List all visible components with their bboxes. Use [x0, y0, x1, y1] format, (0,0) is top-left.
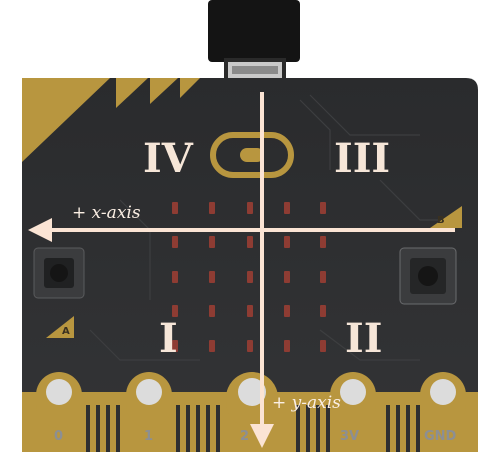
led-r3-c1	[209, 305, 215, 317]
led-r0-c3	[284, 202, 290, 214]
led-r1-c1	[209, 236, 215, 248]
led-r0-c2	[247, 202, 253, 214]
quadrant-label-ii: II	[345, 315, 382, 362]
pin-label-1: 1	[144, 429, 153, 444]
led-r3-c3	[284, 305, 290, 317]
pin-pads	[36, 372, 466, 428]
pin-label-2: 2	[240, 429, 249, 444]
microbit-board	[22, 78, 478, 452]
led-matrix	[172, 202, 326, 352]
led-r4-c2	[247, 340, 253, 352]
led-r2-c2	[247, 271, 253, 283]
led-r1-c0	[172, 236, 178, 248]
led-r4-c3	[284, 340, 290, 352]
led-r4-c1	[209, 340, 215, 352]
led-r4-c4	[320, 340, 326, 352]
led-r3-c4	[320, 305, 326, 317]
led-r2-c1	[209, 271, 215, 283]
usb-cable	[208, 0, 300, 82]
led-r1-c3	[284, 236, 290, 248]
led-r1-c4	[320, 236, 326, 248]
led-r2-c3	[284, 271, 290, 283]
button-b-label: B	[437, 215, 445, 226]
touch-logo	[210, 132, 294, 178]
axes	[28, 92, 455, 448]
pin-label-gnd: GND	[424, 429, 457, 444]
y-axis-label: + y-axis	[272, 393, 341, 413]
led-r0-c1	[209, 202, 215, 214]
pin-label-3v: 3V	[340, 429, 359, 444]
led-r0-c4	[320, 202, 326, 214]
led-r3-c0	[172, 305, 178, 317]
button-b: B	[399, 206, 462, 305]
led-r4-c0	[172, 340, 178, 352]
button-a-label: A	[62, 326, 70, 337]
led-r2-c0	[172, 271, 178, 283]
x-axis-label: + x-axis	[72, 203, 141, 223]
led-r3-c2	[247, 305, 253, 317]
pin-labels: 0 1 2 3V GND	[54, 429, 457, 444]
edge-connector: 0 1 2 3V GND	[22, 372, 478, 452]
led-r1-c2	[247, 236, 253, 248]
edge-fingers	[86, 405, 420, 452]
logo-stripes	[22, 78, 200, 162]
pin-label-0: 0	[54, 429, 63, 444]
quadrant-label-iv: IV	[143, 135, 194, 182]
button-a: A	[33, 247, 85, 338]
quadrant-label-i: I	[159, 315, 178, 362]
led-r0-c0	[172, 202, 178, 214]
quadrant-label-iii: III	[334, 135, 390, 182]
led-r2-c4	[320, 271, 326, 283]
pcb-traces	[89, 94, 440, 361]
